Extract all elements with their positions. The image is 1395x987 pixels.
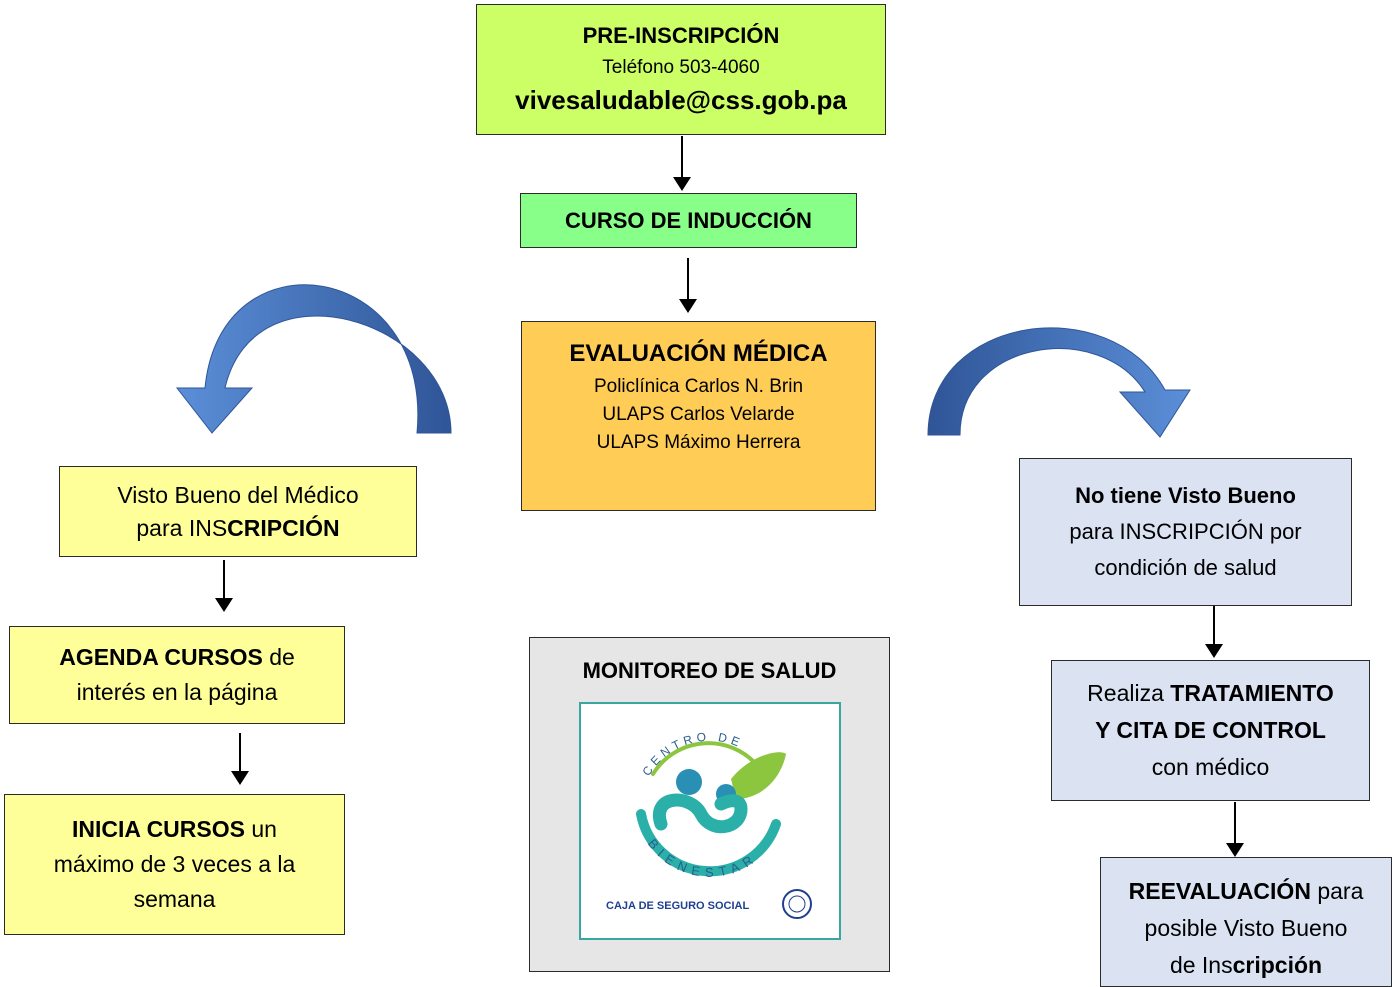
no-visto-line3: condición de salud: [1094, 555, 1277, 580]
tratamiento-box: Realiza TRATAMIENTO Y CITA DE CONTROL co…: [1051, 660, 1370, 801]
right-curved-arrow-icon: [927, 327, 1191, 438]
reevaluacion-line2: posible Visto Bueno: [1144, 915, 1348, 941]
logo-footer-text: CAJA DE SEGURO SOCIAL: [606, 900, 750, 912]
no-visto-bueno-box: No tiene Visto Bueno para INSCRIPCIÓN po…: [1019, 458, 1352, 606]
inicia-line3: semana: [133, 886, 216, 912]
agenda-line2: interés en la página: [76, 679, 278, 705]
no-visto-title: No tiene Visto Bueno: [1075, 483, 1296, 508]
arrow-down-icon: [1199, 606, 1229, 658]
monitoreo-title: MONITOREO DE SALUD: [582, 658, 837, 683]
centro-bienestar-logo-icon: CENTRO DE BIENESTAR CAJA DE SEGURO SOCIA…: [606, 730, 812, 919]
left-curved-arrow-icon: [175, 284, 452, 434]
evaluacion-line1: Policlínica Carlos N. Brin: [593, 376, 804, 397]
inicia-line2: máximo de 3 veces a la: [53, 851, 296, 877]
arrow-down-icon: [673, 258, 703, 313]
visto-bueno-line1: Visto Bueno del Médico: [117, 481, 359, 508]
curso-induccion-box: CURSO DE INDUCCIÓN: [520, 193, 857, 248]
monitoreo-salud-box: MONITOREO DE SALUD CENTRO DE BIENESTAR C…: [529, 637, 890, 972]
arrow-down-icon: [667, 136, 697, 191]
tratamiento-line3: con médico: [1151, 754, 1270, 780]
reevaluacion-line1: REEVALUACIÓN para: [1128, 878, 1364, 904]
logo-bottom-text: BIENESTAR: [644, 836, 760, 880]
inicia-line1: INICIA CURSOS un: [72, 816, 277, 842]
centro-bienestar-logo: CENTRO DE BIENESTAR CAJA DE SEGURO SOCIA…: [578, 702, 841, 940]
evaluacion-line2: ULAPS Carlos Velarde: [602, 404, 795, 425]
visto-bueno-line2: para INSCRIPCIÓN: [136, 514, 340, 541]
pre-inscripcion-box: PRE-INSCRIPCIÓN Teléfono 503-4060 vivesa…: [476, 4, 886, 135]
pre-inscripcion-title: PRE-INSCRIPCIÓN: [582, 23, 780, 48]
evaluacion-title: EVALUACIÓN MÉDICA: [569, 340, 828, 367]
inicia-cursos-box: INICIA CURSOS un máximo de 3 veces a la …: [4, 794, 345, 935]
tratamiento-line1: Realiza TRATAMIENTO: [1087, 680, 1334, 706]
css-seal-icon: [781, 889, 812, 919]
no-visto-line2: para INSCRIPCIÓN por: [1069, 519, 1302, 544]
evaluacion-medica-box: EVALUACIÓN MÉDICA Policlínica Carlos N. …: [521, 321, 876, 511]
agenda-line1: AGENDA CURSOS de: [59, 644, 295, 670]
arrow-down-icon: [225, 733, 255, 785]
arrow-down-icon: [209, 560, 239, 612]
visto-bueno-box: Visto Bueno del Médico para INSCRIPCIÓN: [59, 466, 417, 557]
email-text: vivesaludable@css.gob.pa: [515, 85, 847, 115]
agenda-cursos-box: AGENDA CURSOS de interés en la página: [9, 626, 345, 724]
reevaluacion-line3: de Inscripción: [1169, 952, 1323, 978]
phone-text: Teléfono 503-4060: [602, 57, 760, 78]
tratamiento-line2: Y CITA DE CONTROL: [1095, 717, 1326, 743]
reevaluacion-box: REEVALUACIÓN para posible Visto Bueno de…: [1100, 857, 1392, 987]
arrow-down-icon: [1220, 802, 1250, 857]
induccion-title: CURSO DE INDUCCIÓN: [565, 207, 812, 233]
evaluacion-line3: ULAPS Máximo Herrera: [596, 432, 801, 453]
